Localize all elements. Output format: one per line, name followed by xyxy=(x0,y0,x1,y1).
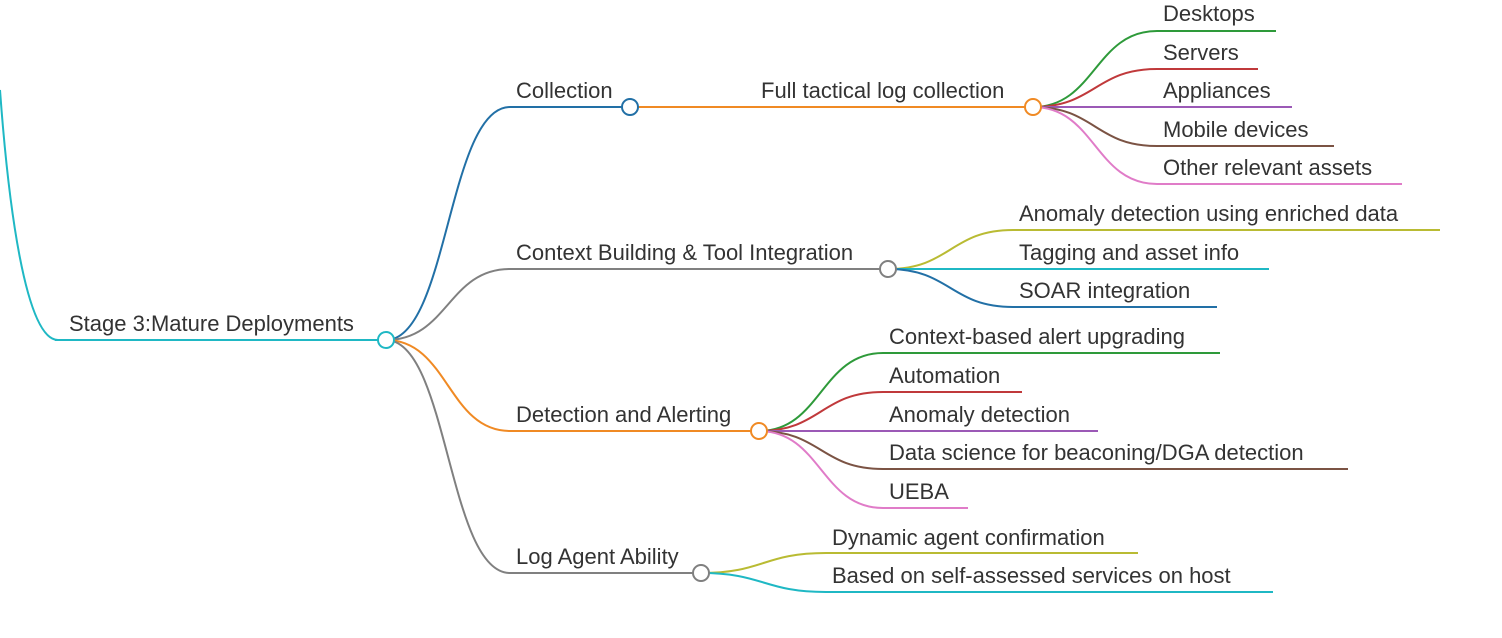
connector-2 xyxy=(385,339,511,432)
node-context-building: Context Building & Tool Integration xyxy=(516,240,854,265)
node-tagging-asset-info: Tagging and asset info xyxy=(1019,240,1240,265)
connector-3-1 xyxy=(700,572,827,593)
node-full-tactical-log-collection: Full tactical log collection xyxy=(761,78,1005,103)
node-detection-alerting: Detection and Alerting xyxy=(516,402,732,427)
node-appliances: Appliances xyxy=(1163,78,1271,103)
root-incoming-connector xyxy=(0,89,59,341)
connector-2-1 xyxy=(758,391,884,432)
connector-0-0-0 xyxy=(1032,30,1158,108)
node-anomaly-detection: Anomaly detection xyxy=(889,402,1070,427)
collapse-toggle-2[interactable] xyxy=(750,422,768,440)
collapse-toggle-1[interactable] xyxy=(879,260,897,278)
node-servers: Servers xyxy=(1163,40,1239,65)
node-data-science-beaconing: Data science for beaconing/DGA detection xyxy=(889,440,1304,465)
connector-0 xyxy=(385,106,511,341)
connector-1-0 xyxy=(887,229,1014,270)
connector-3 xyxy=(385,339,511,574)
node-log-agent-ability: Log Agent Ability xyxy=(516,544,679,569)
collapse-toggle-r[interactable] xyxy=(377,331,395,349)
node-automation: Automation xyxy=(889,363,1001,388)
node-desktops: Desktops xyxy=(1163,1,1255,26)
node-self-assessed-services: Based on self-assessed services on host xyxy=(832,563,1231,588)
node-ueba: UEBA xyxy=(889,479,949,504)
node-soar-integration: SOAR integration xyxy=(1019,278,1191,303)
node-other-relevant-assets: Other relevant assets xyxy=(1163,155,1373,180)
connector-0-0-1 xyxy=(1032,68,1158,108)
connector-0-0-3 xyxy=(1032,106,1158,147)
connector-0-0-4 xyxy=(1032,106,1158,185)
collapse-toggle-3[interactable] xyxy=(692,564,710,582)
collapse-toggle-0[interactable] xyxy=(621,98,639,116)
connector-1 xyxy=(385,268,511,341)
node-root: Stage 3:Mature Deployments xyxy=(69,311,354,336)
connector-1-2 xyxy=(887,268,1014,308)
node-mobile-devices: Mobile devices xyxy=(1163,117,1309,142)
node-anomaly-detection-enriched: Anomaly detection using enriched data xyxy=(1019,201,1399,226)
connector-2-4 xyxy=(758,430,884,509)
collapse-toggle-0-0[interactable] xyxy=(1024,98,1042,116)
connector-3-0 xyxy=(700,552,827,574)
connector-2-0 xyxy=(758,352,884,432)
node-context-alert-upgrading: Context-based alert upgrading xyxy=(889,324,1185,349)
connector-2-3 xyxy=(758,430,884,470)
node-collection: Collection xyxy=(516,78,613,103)
node-dynamic-agent-confirmation: Dynamic agent confirmation xyxy=(832,525,1105,550)
